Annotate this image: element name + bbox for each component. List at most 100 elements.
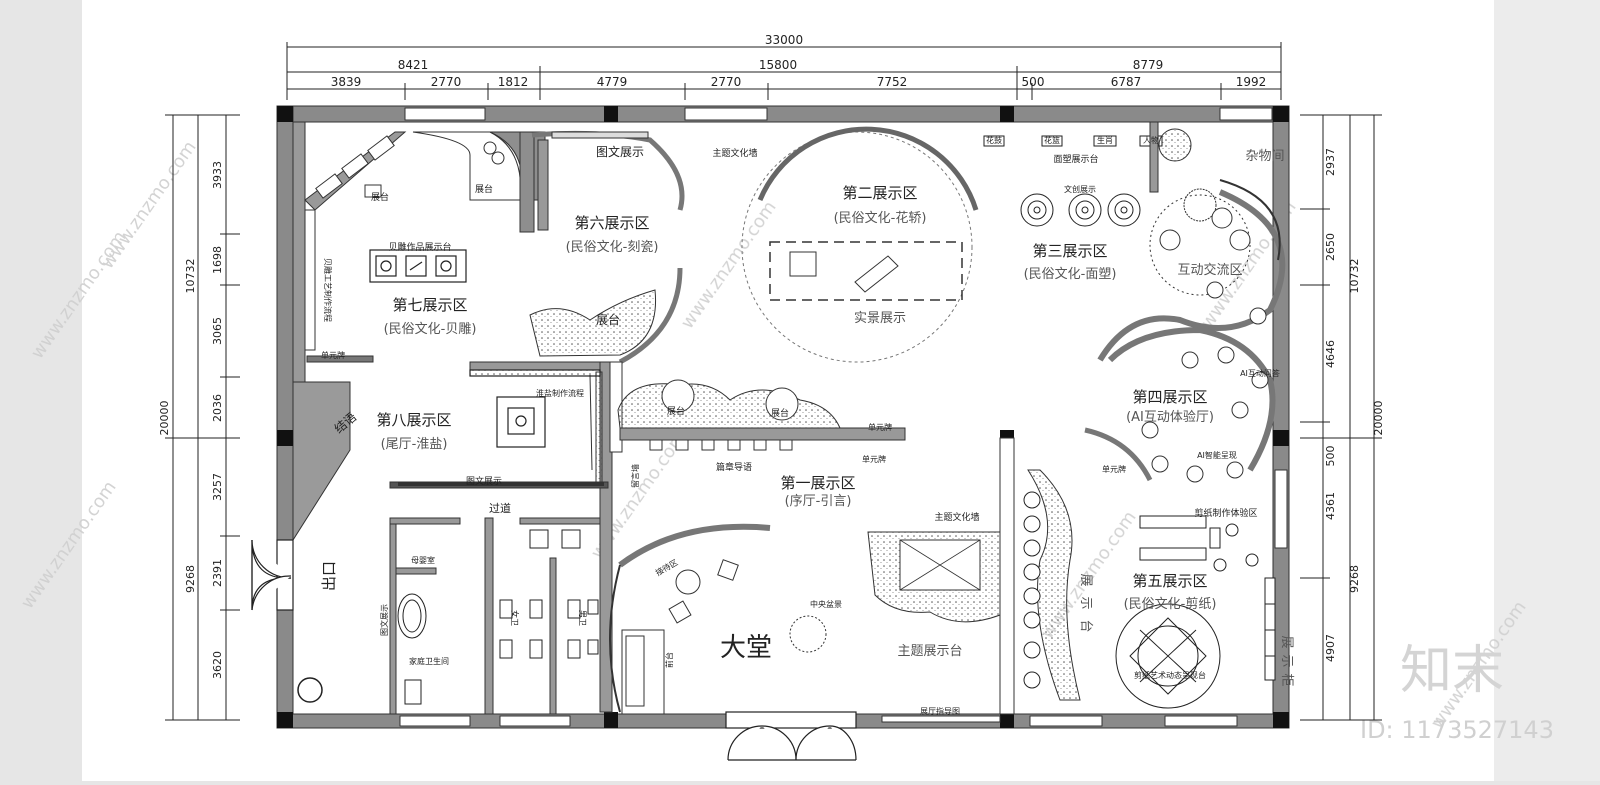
dim-left: 2036 (211, 394, 224, 422)
dim-total: 33000 (765, 33, 803, 47)
brand-watermark: 知末 ID: 1173527143 (1360, 641, 1554, 744)
dim-left: 3065 (211, 317, 224, 345)
dimension-lines-top (286, 42, 1282, 100)
display-stand-circles (1023, 491, 1041, 689)
dim-left: 9268 (184, 565, 197, 593)
label: 展台 (667, 405, 685, 417)
divider-wall (999, 437, 1015, 715)
label: 前台 (664, 652, 674, 668)
zone8-title: 第八展示区 (376, 411, 451, 429)
dim-right: 10732 (1348, 259, 1361, 294)
interaction-label: 互动交流区 (1177, 262, 1242, 278)
scene-label: 实景展示 (854, 311, 906, 326)
label: 剪纸制作体验区 (1194, 507, 1257, 519)
label: 女卫 (510, 610, 520, 626)
dim-right: 2937 (1324, 148, 1337, 176)
label: 展台 (475, 183, 493, 195)
dimension-lines-right (1300, 114, 1382, 721)
label: 花鼓 (986, 135, 1002, 145)
dim-right: 4646 (1324, 340, 1337, 368)
label: 图文展示 (379, 604, 389, 636)
dimension-text-right: 2937 2650 4646 500 4361 4907 10732 9268 … (1324, 148, 1385, 662)
zone3-subtitle: (民俗文化-面塑) (1024, 267, 1117, 282)
dim-right: 2650 (1324, 233, 1337, 261)
label: 男卫 (578, 610, 587, 626)
zone2-circle (741, 126, 979, 363)
chapter-guide-wall (617, 379, 906, 451)
display-cabinet (1264, 577, 1276, 681)
zone-labels: 第一展示区 (序厅-引言) 第二展示区 (民俗文化-花轿) 第三展示区 (民俗文… (376, 184, 1216, 612)
zone6-walls (529, 130, 685, 365)
label: 展台 (596, 312, 620, 327)
main-entrance-doors (725, 711, 857, 761)
label: 图文展示 (466, 475, 502, 487)
zone4-area (1084, 326, 1276, 483)
dim-seg: 1812 (498, 75, 529, 89)
zone5-title: 第五展示区 (1132, 572, 1207, 590)
storage-room (1097, 121, 1286, 362)
dim-seg: 500 (1022, 75, 1045, 89)
zone1-subtitle: (序厅-引言) (785, 494, 852, 509)
brand-logo: 知末 (1400, 641, 1504, 701)
storage-label: 杂物间 (1245, 149, 1284, 164)
papercut-tables (1139, 515, 1259, 572)
label: 剪纸艺术动态呈现台 (1134, 670, 1206, 680)
toilet-fixtures (397, 529, 599, 705)
label: 展厅指导图 (920, 706, 960, 716)
zone1-title: 第一展示区 (780, 474, 855, 492)
dim-right: 500 (1324, 446, 1337, 467)
salt-process-display (469, 369, 601, 448)
label: AI智能呈现 (1197, 450, 1237, 460)
label: 展台 (371, 191, 389, 203)
dimension-lines-left (165, 114, 240, 721)
label: 主题文化墙 (712, 147, 757, 159)
dim-seg: 8421 (398, 58, 429, 72)
label: 图文展示 (596, 144, 644, 159)
dim-seg: 4779 (597, 75, 628, 89)
zone8-subtitle: (尾厅-淮盐) (381, 437, 448, 452)
dim-left: 10732 (184, 259, 197, 294)
dim-right: 20000 (1372, 401, 1385, 436)
exit-label: 出口 (320, 561, 338, 591)
label: 贝雕工艺制作流程 (323, 258, 333, 322)
label: 淮盐制作流程 (536, 388, 584, 398)
label: AI互动问答 (1240, 368, 1280, 378)
label: 单元牌 (1102, 464, 1126, 474)
zone6-subtitle: (民俗文化-刻瓷) (566, 240, 659, 255)
plant-icon (297, 677, 323, 703)
lobby-label: 大堂 (720, 633, 772, 663)
zone6-title: 第六展示区 (574, 214, 649, 232)
small-labels: 主题文化墙 主题文化墙 图文展示 图文展示 图文展示 展台 展台 展台 展台 展… (321, 135, 1294, 716)
dimension-text-top: 33000 8421 15800 8779 3839 2770 1812 477… (331, 33, 1267, 89)
label: 展示台 (1078, 573, 1093, 642)
graphic-strip (398, 482, 604, 486)
shell-display-table (369, 249, 467, 283)
label: 留言墙 (630, 464, 640, 488)
theme-platform-label: 主题展示台 (897, 644, 962, 659)
label: 单元牌 (321, 350, 345, 360)
dim-left: 1698 (211, 246, 224, 274)
label: 面塑展示台 (1053, 153, 1098, 165)
dim-left: 20000 (158, 401, 171, 436)
label: 主题文化墙 (934, 511, 979, 523)
dim-seg: 2770 (431, 75, 462, 89)
windows (399, 107, 1288, 727)
zone4-subtitle: (AI互动体验厅) (1126, 409, 1214, 425)
zone7-title: 第七展示区 (392, 296, 467, 314)
label: 贝雕作品展示台 (388, 241, 451, 253)
dim-seg: 8779 (1133, 58, 1164, 72)
dim-seg: 1992 (1236, 75, 1267, 89)
zone7-subtitle: (民俗文化-贝雕) (384, 322, 477, 337)
dim-seg: 7752 (877, 75, 908, 89)
dim-seg: 2770 (711, 75, 742, 89)
papercut-platform (1115, 603, 1221, 709)
zone7-walls (304, 131, 546, 363)
zone4-title: 第四展示区 (1132, 388, 1207, 406)
zone2-title: 第二展示区 (842, 184, 917, 202)
exit-door (251, 539, 294, 611)
label: 单元牌 (868, 422, 892, 432)
dim-left: 3620 (211, 651, 224, 679)
label: 中央盆景 (810, 599, 842, 609)
